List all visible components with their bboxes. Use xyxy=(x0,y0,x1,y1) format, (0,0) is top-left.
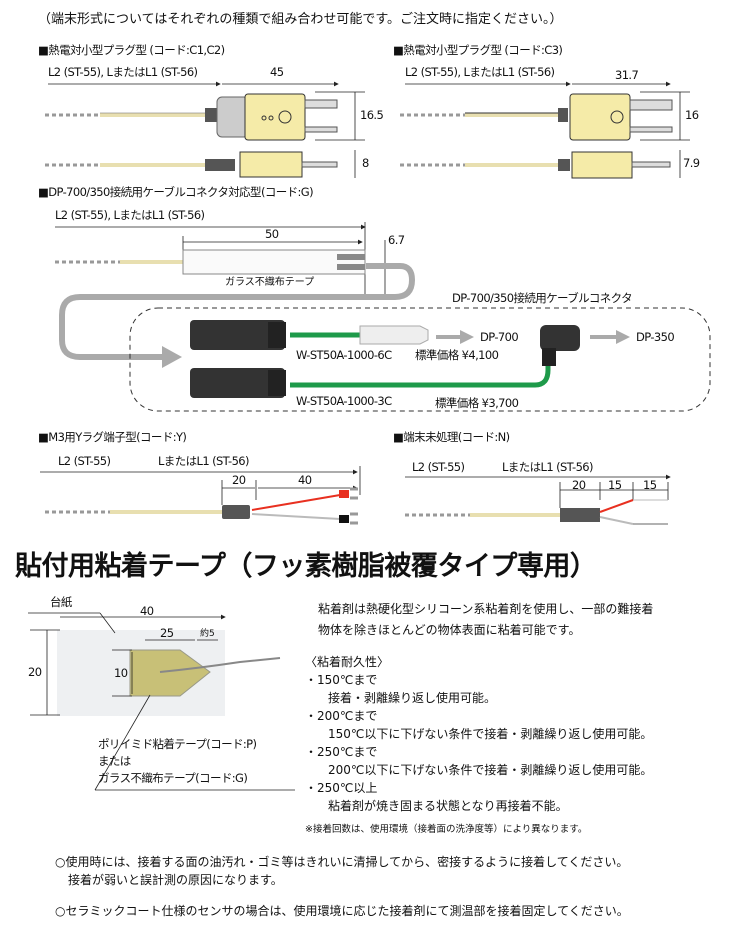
n-dim-15b: 15 xyxy=(643,478,657,492)
c1c2-dim-height: 16.5 xyxy=(360,108,384,122)
tape-heading: 貼付用粘着テープ（フッ素樹脂被覆タイプ専用） xyxy=(15,551,597,582)
target-dp350: DP-350 xyxy=(636,330,675,344)
y-l1: LまたはL1 (ST-56) xyxy=(158,454,250,468)
durability-text-200: 150℃以下に下げない条件で接着・剥離繰り返し使用可能。 xyxy=(328,727,653,741)
durability-title: 〈粘着耐久性〉 xyxy=(305,655,390,669)
durability-temp-150: ・150℃まで xyxy=(305,673,378,687)
n-dim-20: 20 xyxy=(572,478,586,492)
c3-length-label: L2 (ST-55), LまたはL1 (ST-56) xyxy=(405,65,555,79)
n-title: ■端末未処理(コード:N) xyxy=(393,430,510,444)
c3-title: ■熱電対小型プラグ型 (コード:C3) xyxy=(393,43,563,57)
n-l2: L2 (ST-55) xyxy=(412,460,465,474)
note-2: ○セラミックコート仕様のセンサの場合は、使用環境に応じた接着剤にて測温部を接着固… xyxy=(55,904,629,918)
n-l1: LまたはL1 (ST-56) xyxy=(502,460,594,474)
c3-dim-height: 16 xyxy=(685,108,699,122)
tape-dim-inner: 25 xyxy=(160,626,174,640)
callout-line-2: または xyxy=(98,754,131,768)
n-dim-15a: 15 xyxy=(608,478,622,492)
y-dim-40: 40 xyxy=(298,473,312,487)
callout-line-3: ガラス不織布テープ(コード:G) xyxy=(98,771,248,785)
g-title: ■DP-700/350接続用ケーブルコネクタ対応型(コード:G) xyxy=(38,185,314,199)
durability-text-250: 200℃以下に下げない条件で接着・剥離繰り返し使用可能。 xyxy=(328,763,653,777)
intro-text: （端末形式についてはそれぞれの種類で組み合わせ可能です。ご注文時に指定ください。… xyxy=(38,12,563,27)
g-dim-thick: 6.7 xyxy=(388,233,405,247)
tape-note: ※接着回数は、使用環境（接着面の洗浄度等）により異なります。 xyxy=(305,824,588,835)
c1c2-length-label: L2 (ST-55), LまたはL1 (ST-56) xyxy=(48,65,198,79)
tape-dim-tape-h: 10 xyxy=(114,666,128,680)
g-tape-label: ガラス不織布テープ xyxy=(225,277,315,288)
durability-text-150: 接着・剥離繰り返し使用可能。 xyxy=(328,691,497,705)
c3-dim-thick: 7.9 xyxy=(683,156,700,170)
cable-model-3c: W-ST50A-1000-3C xyxy=(296,394,392,408)
durability-text-over250: 粘着剤が焼き固まる状態となり再接着不能。 xyxy=(328,799,568,813)
cable-price-3c: 標準価格 ¥3,700 xyxy=(435,396,519,410)
durability-temp-250: ・250℃まで xyxy=(305,745,378,759)
durability-temp-over250: ・250℃以上 xyxy=(305,781,378,795)
target-dp700: DP-700 xyxy=(480,330,519,344)
c1c2-dim-thick: 8 xyxy=(362,156,369,170)
cable-price-6c: 標準価格 ¥4,100 xyxy=(415,348,499,362)
g-length-label: L2 (ST-55), LまたはL1 (ST-56) xyxy=(55,208,205,222)
desc-line-2: 物体を除きほとんどの物体表面に粘着可能です。 xyxy=(318,623,581,637)
g-dim-length: 50 xyxy=(265,227,279,241)
desc-line-1: 粘着剤は熱硬化型シリコーン系粘着剤を使用し、一部の難接着 xyxy=(318,602,654,616)
y-l2: L2 (ST-55) xyxy=(58,454,111,468)
note-1b: 接着が弱いと誤計測の原因になります。 xyxy=(68,873,283,887)
c1c2-dim-length: 45 xyxy=(270,65,284,79)
durability-temp-200: ・200℃まで xyxy=(305,709,378,723)
tape-dim-tip: 約5 xyxy=(200,629,215,639)
g-connector-title: DP-700/350接続用ケーブルコネクタ xyxy=(452,291,633,305)
c3-dim-length: 31.7 xyxy=(615,68,639,82)
callout-line-1: ポリイミド粘着テープ(コード:P) xyxy=(98,737,257,751)
y-dim-20: 20 xyxy=(232,473,246,487)
cable-model-6c: W-ST50A-1000-6C xyxy=(296,348,392,362)
tape-dim-w: 40 xyxy=(140,604,154,618)
c1c2-title: ■熱電対小型プラグ型 (コード:C1,C2) xyxy=(38,43,225,57)
base-label: 台紙 xyxy=(50,595,72,609)
tape-dim-h: 20 xyxy=(28,665,42,679)
note-1: ○使用時には、接着する面の油汚れ・ゴミ等はきれいに清掃してから、密接するように接… xyxy=(55,855,629,869)
y-title: ■M3用Yラグ端子型(コード:Y) xyxy=(38,430,187,444)
